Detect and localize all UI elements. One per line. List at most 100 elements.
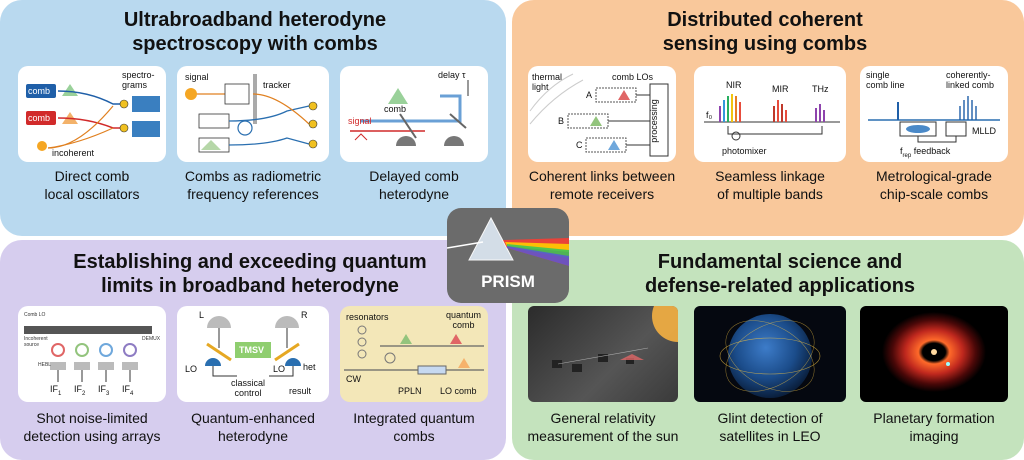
single-comb-line-label: single comb line [866,70,905,90]
mir-comb-lines [773,100,787,122]
detector-icon [308,139,318,149]
detector-icon [308,119,318,129]
chip-comb-diagram [868,96,1000,143]
panel-chip-scale-combs: single comb line coherently- linked comb… [860,66,1008,162]
photo-general-relativity [528,306,678,402]
if-label-4: IF4 [122,384,134,397]
caption-glint-detection: Glint detection of satellites in LEO [717,410,823,444]
f0-label: f₀ [706,110,713,120]
if-label-1: IF1 [50,384,62,397]
sun-icon [652,306,678,342]
lo-left-label: LO [185,364,198,374]
detector-icon [119,99,129,109]
thz-label: THz [812,84,829,94]
quadrant-title-spectroscopy: Ultrabroadband heterodyne spectroscopy w… [123,9,387,55]
tracker-bar [253,74,257,124]
demux-label: DEMUX [142,336,161,342]
coherently-linked-comb-label: coherently- linked comb [946,70,995,90]
spectrogram-bottom [132,121,160,137]
detector-icon [396,136,416,146]
hebl-label: HEBL [38,362,52,368]
nir-comb-lines [719,94,741,122]
detector-icon [205,358,221,366]
incoherent-beam-b [47,127,114,149]
telescope-r-icon [275,316,299,328]
comb-label-1: comb [28,86,51,96]
panel-integrated-quantum-combs: resonators quantum comb CW PPLN LO comb [340,306,488,402]
ppln-block [417,365,447,375]
comb-lo-label: Comb LO [24,312,46,318]
tracker-label: tracker [263,80,291,90]
caption-chip-scale-combs: Metrological-grade chip-scale combs [876,168,992,202]
panel-quantum-heterodyne: L R TMSV LO LO het result classical cont… [177,306,329,402]
panel-delayed-comb: delay τ comb signal [340,66,488,162]
photo-glint-detection [694,306,846,402]
prism-icon [447,216,569,266]
incoherent-source-label: Incoherent source [24,336,48,348]
receiver-a-label: A [586,90,593,100]
receiver-b-label: B [558,116,565,126]
caption-coherent-links: Coherent links between remote receivers [528,168,676,202]
radiometric-diagram [185,74,318,153]
coherent-links-diagram [529,73,669,157]
ppln-label: PPLN [398,386,422,396]
l-label: L [199,310,205,320]
panel-multiple-bands: NIR MIR THz f₀ photomixer [694,66,846,162]
beamsplitter-icon [399,113,417,139]
signal-label: signal [185,72,209,82]
thz-comb-lines [815,104,825,122]
quadrant-title-applications: Fundamental science and defense-related … [644,251,916,297]
if-label-3: IF3 [98,384,110,397]
quadrant-title-quantum-limits: Establishing and exceeding quantum limit… [73,251,427,297]
earth-globe [728,314,812,398]
spectrograms-label: spectro- grams [122,70,155,90]
thermal-light-label: thermal light [532,72,563,92]
photomixer-label: photomixer [722,146,767,156]
panel-coherent-links: thermal light comb LOs A B C processing [528,66,676,162]
comb-source-red [26,111,56,125]
caption-integrated-quantum-combs: Integrated quantum combs [353,410,475,444]
result-label: result [289,386,312,396]
comb-label-2: comb [28,113,51,123]
mir-label: MIR [772,84,789,94]
resonators-label: resonators [346,312,389,322]
sun-icon [185,88,197,100]
processing-box [649,83,669,157]
receiver-c-label: C [576,140,583,150]
sun-icon [37,141,47,151]
prism-label: PRISM [481,272,535,291]
if-label-2: IF2 [74,384,86,397]
caption-radiometric-references: Combs as radiometric frequency reference… [184,168,322,202]
caption-quantum-heterodyne: Quantum-enhanced heterodyne [191,410,315,444]
r-label: R [301,310,308,320]
prism-hub: PRISM [447,208,569,303]
direct-comb-diagram [26,84,160,151]
quantum-comb-label: quantum comb [446,310,482,330]
caption-multiple-bands: Seamless linkage of multiple bands [715,168,825,202]
telescope-icon [224,83,250,105]
photomixer-icon [731,131,741,141]
panel-direct-comb-lo: comb comb spectro- grams incoherent [18,66,166,162]
photo-planetary-formation [860,306,1008,402]
caption-direct-comb-lo: Direct comb local oscillators [44,168,140,202]
demux-waveguide [24,326,152,334]
shot-noise-diagram [24,326,152,382]
detector-icon [119,123,129,133]
signal-label: signal [348,116,372,126]
spectrum-green [62,84,78,96]
quadrant-title-distributed-sensing: Distributed coherent sensing using combs [662,9,868,55]
blue-beam [57,90,128,105]
caption-general-relativity: General relativity measurement of the su… [527,410,679,444]
caption-delayed-comb: Delayed comb heterodyne [369,168,459,202]
tmsv-box [235,342,271,358]
panel-shot-noise-arrays: Comb LO Incoherent source DEMUX HEBL IF1… [18,306,166,402]
incoherent-beam-a [47,105,114,149]
spectrogram-top [132,96,160,112]
comb-los-label: comb LOs [612,72,654,82]
delayed-comb-diagram [350,80,469,146]
multiband-diagram [704,94,840,141]
quantum-heterodyne-diagram [205,316,301,377]
het-label: het [303,362,316,372]
comb-label: comb [384,104,407,114]
caption-shot-noise-arrays: Shot noise-limited detection using array… [23,410,161,444]
